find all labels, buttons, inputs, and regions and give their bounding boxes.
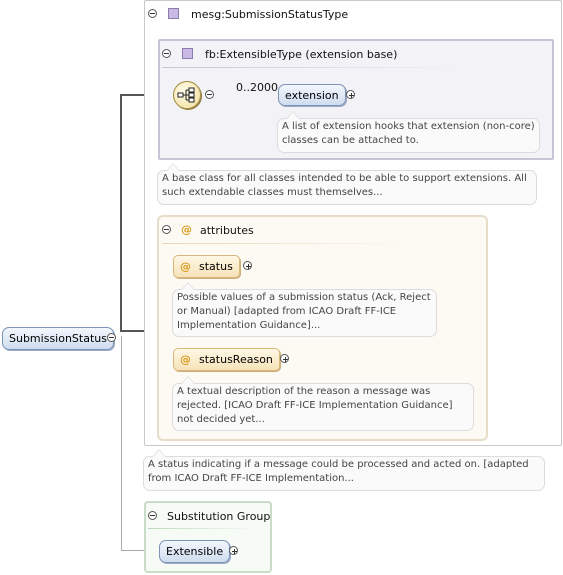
attributes-header-divider — [162, 243, 412, 244]
extension-base-note-tail — [166, 163, 180, 171]
extension-note-tail — [286, 111, 300, 119]
status-note-tail — [181, 282, 195, 290]
attributes-at-icon: @ — [181, 223, 192, 236]
status-expand-icon[interactable] — [243, 261, 252, 270]
status-reason-at-icon: @ — [180, 353, 191, 366]
sequence-glyph-icon — [177, 87, 195, 103]
extension-base-header-divider — [162, 67, 462, 68]
substitution-collapse-icon[interactable] — [148, 511, 157, 520]
sequence-cardinality: 0..2000 — [236, 81, 278, 94]
extension-base-note: A base class for all classes intended to… — [157, 170, 537, 205]
complex-type-icon — [168, 8, 179, 19]
status-reason-expand-icon[interactable] — [280, 354, 289, 363]
sequence-compositor-icon[interactable] — [173, 81, 201, 109]
extensible-expand-icon[interactable] — [229, 546, 238, 555]
connector-root-horizontal — [120, 330, 160, 332]
extension-element[interactable]: extension — [278, 84, 346, 106]
extension-base-type-icon — [182, 48, 193, 59]
status-at-icon: @ — [180, 260, 191, 273]
sequence-collapse-icon[interactable] — [205, 90, 214, 99]
extension-expand-icon[interactable] — [346, 90, 355, 99]
extensible-element[interactable]: Extensible — [159, 540, 231, 563]
type-note-text: A status indicating if a message could b… — [148, 459, 529, 484]
connector-substitution-horizontal — [121, 550, 159, 551]
type-collapse-icon[interactable] — [148, 9, 157, 18]
root-collapse-icon[interactable] — [107, 333, 116, 342]
status-reason-note-text: A textual description of the reason a me… — [177, 386, 453, 425]
status-note-text: Possible values of a submission status (… — [177, 292, 431, 331]
type-note-tail — [152, 449, 166, 457]
connector-vertical — [120, 94, 122, 332]
root-element-label: SubmissionStatus — [9, 332, 107, 345]
status-reason-attribute[interactable]: @ statusReason — [173, 348, 280, 371]
status-reason-note: A textual description of the reason a me… — [172, 383, 474, 431]
extension-base-note-text: A base class for all classes intended to… — [162, 173, 527, 198]
status-attribute-label: status — [199, 260, 233, 273]
attributes-collapse-icon[interactable] — [162, 225, 171, 234]
type-note: A status indicating if a message could b… — [143, 456, 545, 491]
extension-base-collapse-icon[interactable] — [162, 49, 171, 58]
root-element[interactable]: SubmissionStatus — [2, 327, 114, 350]
connector-substitution-vertical — [121, 336, 122, 550]
status-note: Possible values of a submission status (… — [172, 289, 437, 337]
substitution-header-divider — [148, 528, 258, 529]
attributes-title: attributes — [200, 224, 254, 237]
extension-note-text: A list of extension hooks that extension… — [282, 121, 535, 146]
extension-element-label: extension — [285, 88, 339, 102]
extension-base-title: fb:ExtensibleType (extension base) — [205, 48, 398, 61]
type-box-title: mesg:SubmissionStatusType — [191, 8, 349, 21]
status-reason-attribute-label: statusReason — [199, 353, 273, 366]
extension-note: A list of extension hooks that extension… — [277, 118, 540, 153]
extensible-element-label: Extensible — [166, 545, 224, 558]
status-reason-note-tail — [181, 376, 195, 384]
status-attribute[interactable]: @ status — [173, 255, 240, 278]
substitution-group-title: Substitution Group — [167, 510, 271, 523]
